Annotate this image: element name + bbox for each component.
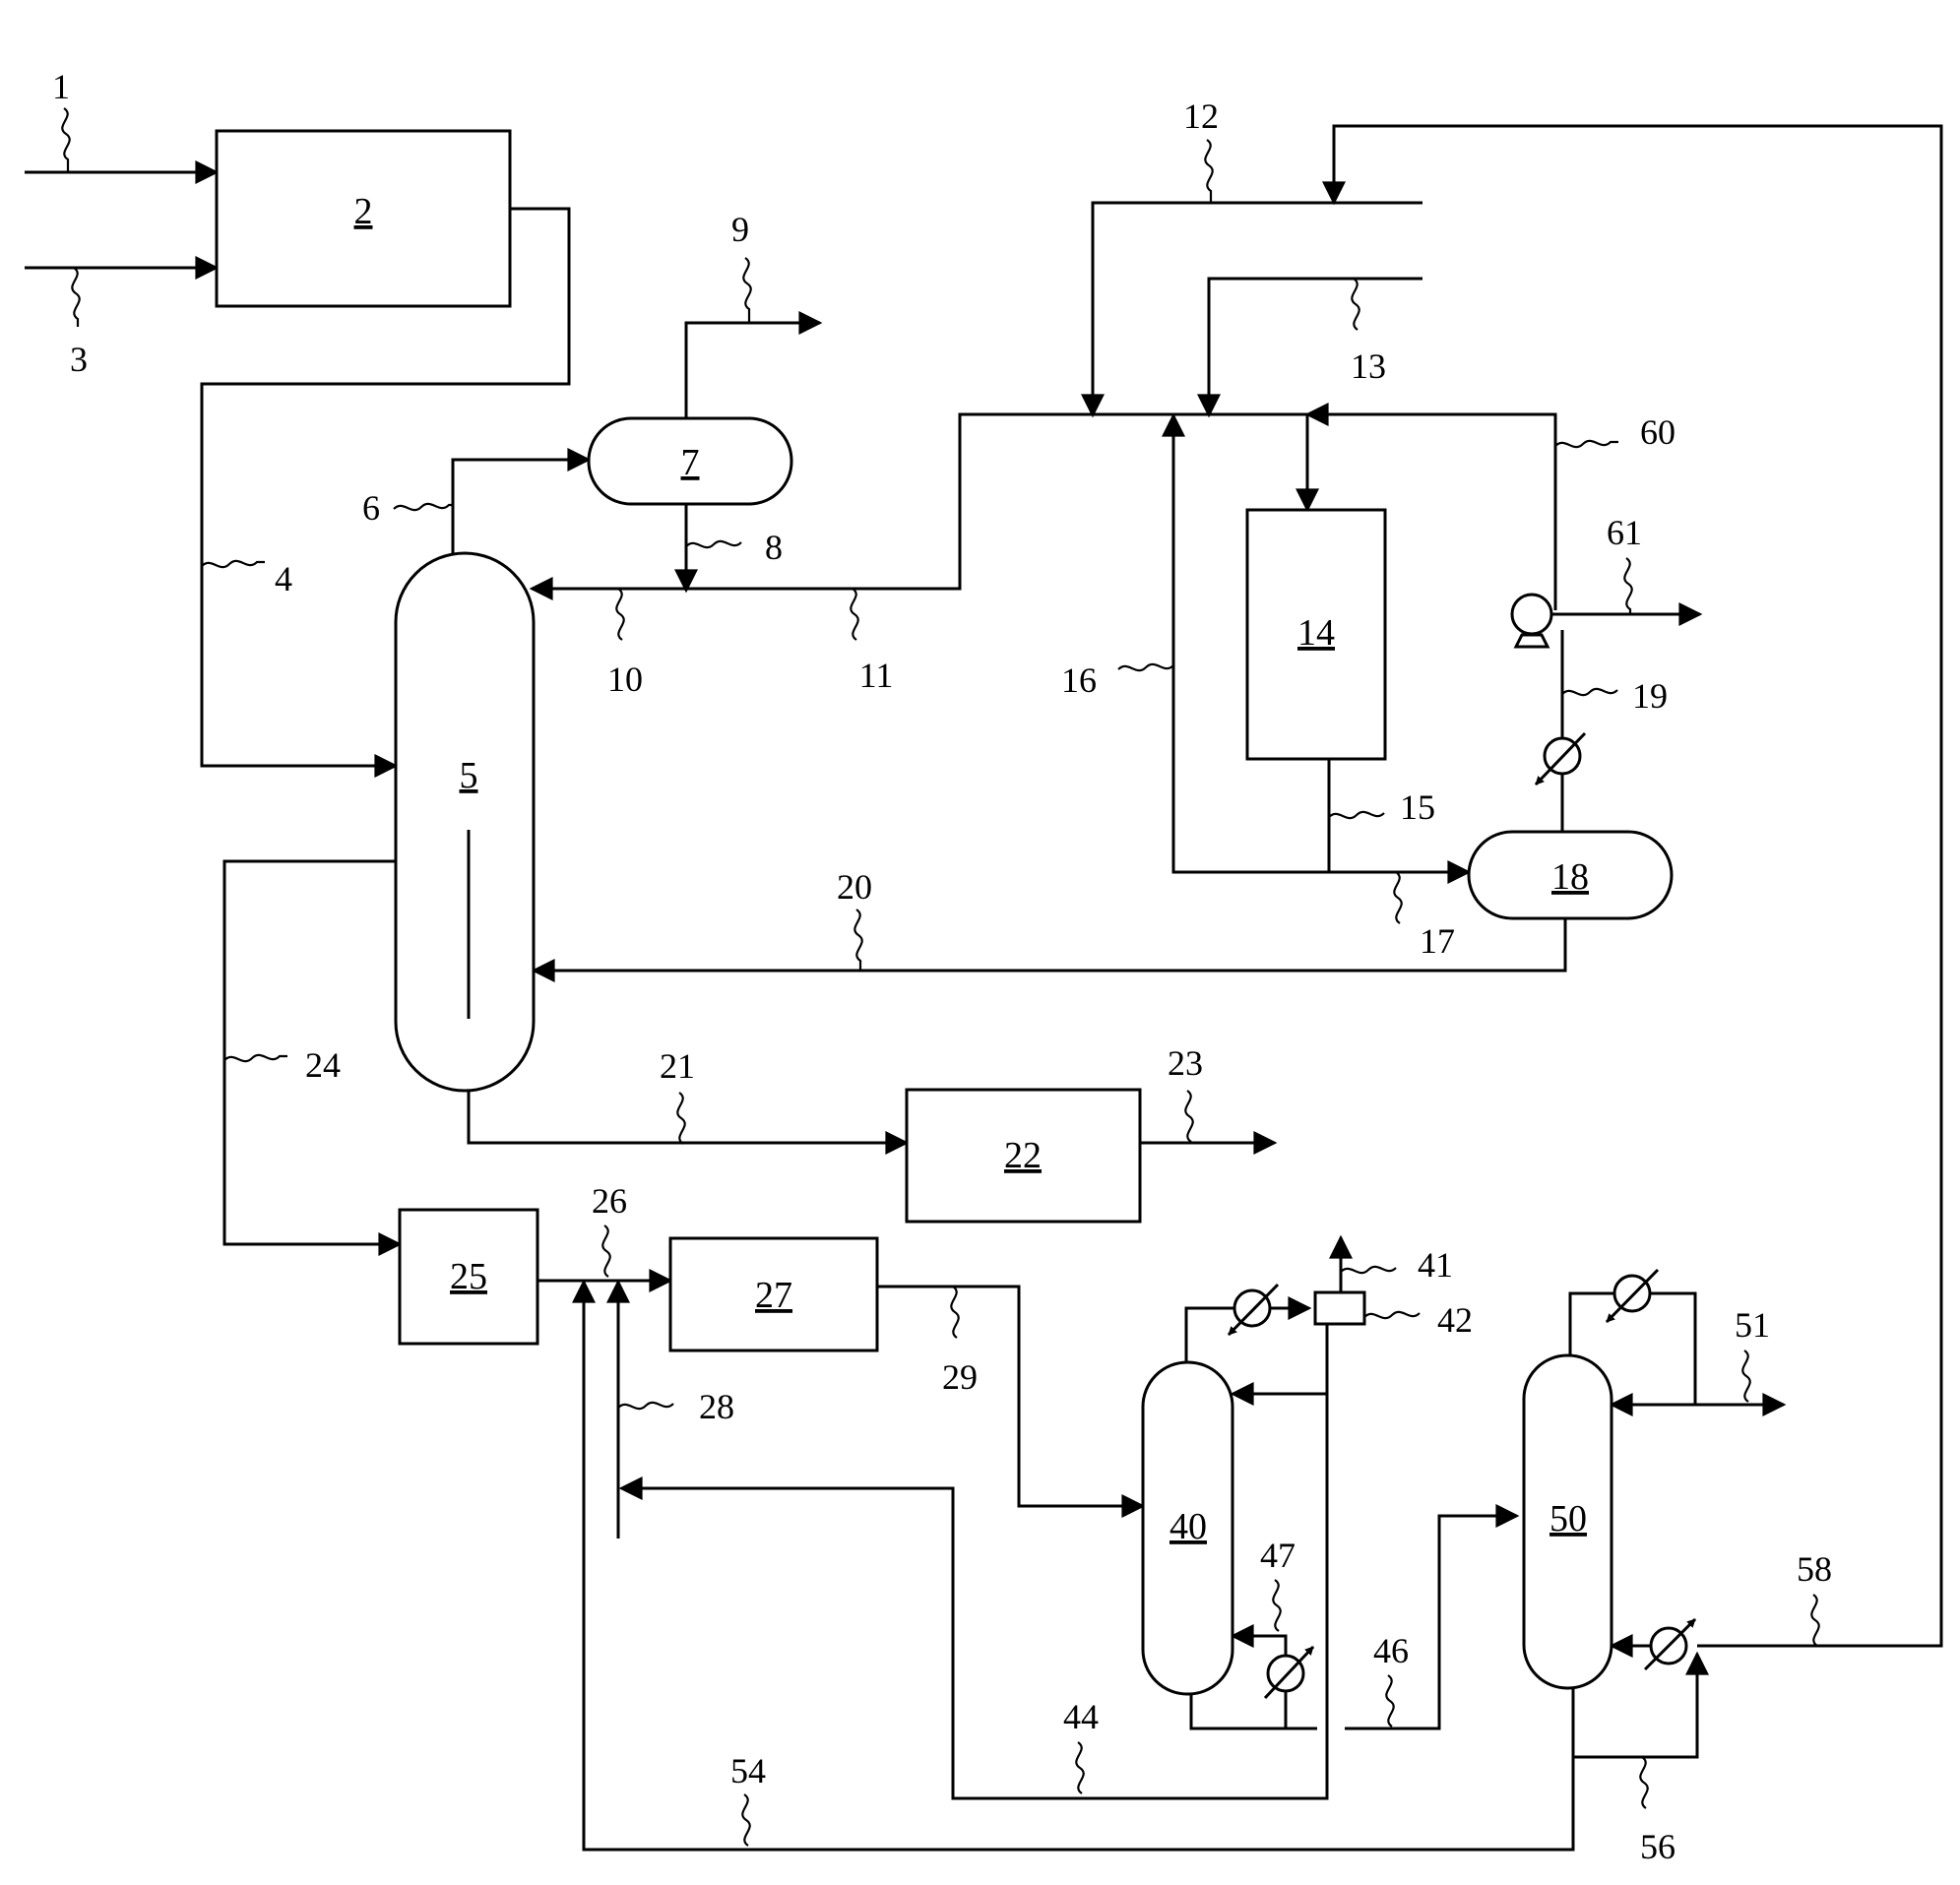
stream-21-squiggle [677,1093,684,1144]
stream-16-squiggle [1118,664,1173,670]
stream-23-label: 23 [1168,1043,1203,1083]
stream-61-label: 61 [1607,513,1642,552]
stream-28-label: 28 [699,1387,734,1426]
stream-16-label: 16 [1061,660,1097,700]
stream-6-squiggle [394,504,453,510]
stream-9-line [686,323,820,418]
stream-56-squiggle [1640,1757,1647,1808]
stream-58-label: 58 [1797,1549,1832,1589]
unit-27-label: 27 [755,1275,792,1316]
condenser-40 [1229,1285,1278,1335]
stream-51-label: 51 [1735,1305,1770,1345]
col50-overhead-line [1570,1293,1614,1355]
stream-12-squiggle [1205,140,1212,203]
stream-46-line [1345,1516,1517,1728]
stream-10-label: 10 [607,660,643,699]
stream-11-label: 11 [859,656,894,695]
col40-bottoms-line [1191,1694,1317,1728]
unit-5-label: 5 [460,755,478,796]
stream-17-squiggle [1394,872,1401,923]
stream-21-label: 21 [660,1046,695,1086]
stream-6-label: 6 [362,488,380,528]
condenser-50 [1607,1270,1658,1322]
stream-6-line [453,460,589,553]
stream-44-label: 44 [1063,1697,1099,1736]
reboiler-47 [1265,1647,1313,1698]
stream-20-label: 20 [837,867,872,907]
stream-44-squiggle [1076,1742,1083,1793]
stream-29-squiggle [951,1287,958,1338]
stream-26-squiggle [602,1225,609,1277]
stream-41-label: 41 [1418,1245,1453,1285]
stream-47-squiggle [1273,1580,1280,1631]
unit-40-label: 40 [1170,1506,1207,1547]
stream-3-squiggle [72,268,79,327]
stream-54-label: 54 [730,1751,766,1791]
stream-15-label: 15 [1400,787,1435,827]
stream-46-squiggle [1386,1675,1393,1727]
unit-50-label: 50 [1549,1498,1587,1539]
stream-61-squiggle [1624,558,1631,615]
stream-9-label: 9 [731,210,749,249]
col40-overhead-line [1186,1308,1234,1362]
stream-1-squiggle [62,108,69,172]
stream-42-squiggle [1364,1312,1420,1318]
stream-19-label: 19 [1632,676,1668,716]
stream-23-squiggle [1185,1091,1192,1142]
stream-13-squiggle [1352,279,1359,330]
stream-46-label: 46 [1373,1631,1409,1670]
stream-3-label: 3 [70,340,88,379]
stream-8-label: 8 [765,528,783,567]
unit-25-label: 25 [450,1256,487,1297]
stream-41-squiggle [1341,1267,1396,1273]
stream-20-line [534,918,1565,971]
unit-14-label: 14 [1297,612,1335,654]
stream-11-squiggle [851,589,857,640]
stream-4-squiggle [202,561,265,567]
pump-icon [1512,595,1551,647]
stream-28-squiggle [618,1403,673,1409]
stream-1-label: 1 [52,67,70,106]
unit-2-label: 2 [354,191,373,232]
stream-42-label: 42 [1437,1300,1473,1340]
reboiler-50 [1645,1619,1695,1669]
stream-4-label: 4 [275,559,292,598]
stream-54-squiggle [742,1794,749,1846]
stream-13-label: 13 [1351,346,1386,386]
stream-17-label: 17 [1420,921,1455,961]
stream-19-squiggle [1562,689,1617,695]
reboiler-47-return [1233,1636,1286,1656]
stream-26-label: 26 [592,1181,627,1221]
column-5 [396,553,534,1091]
stream-24-label: 24 [305,1045,341,1085]
separator-42 [1315,1292,1364,1324]
unit-22-label: 22 [1004,1135,1042,1176]
stream-51-squiggle [1742,1351,1749,1402]
stream-58-squiggle [1811,1595,1818,1646]
unit-7-label: 7 [681,442,700,483]
col50-overhead-to-51 [1649,1293,1695,1405]
stream-60-squiggle [1555,441,1618,447]
stream-29-label: 29 [942,1357,978,1397]
stream-20-squiggle [854,910,861,971]
stream-13-line [1209,279,1423,415]
stream-12-label: 12 [1183,96,1219,136]
stream-47-label: 47 [1260,1536,1296,1575]
stream-8-squiggle [686,541,741,547]
stream-15-squiggle [1329,812,1384,818]
stream-10-squiggle [616,589,623,640]
stream-56-label: 56 [1640,1827,1675,1866]
stream-29-line [877,1287,1143,1506]
heat-exchanger-19 [1536,733,1585,785]
stream-9-squiggle [743,258,750,323]
stream-24-squiggle [224,1055,287,1061]
stream-21-line [469,1091,907,1143]
unit-18-label: 18 [1551,856,1589,898]
stream-60-label: 60 [1640,412,1675,452]
